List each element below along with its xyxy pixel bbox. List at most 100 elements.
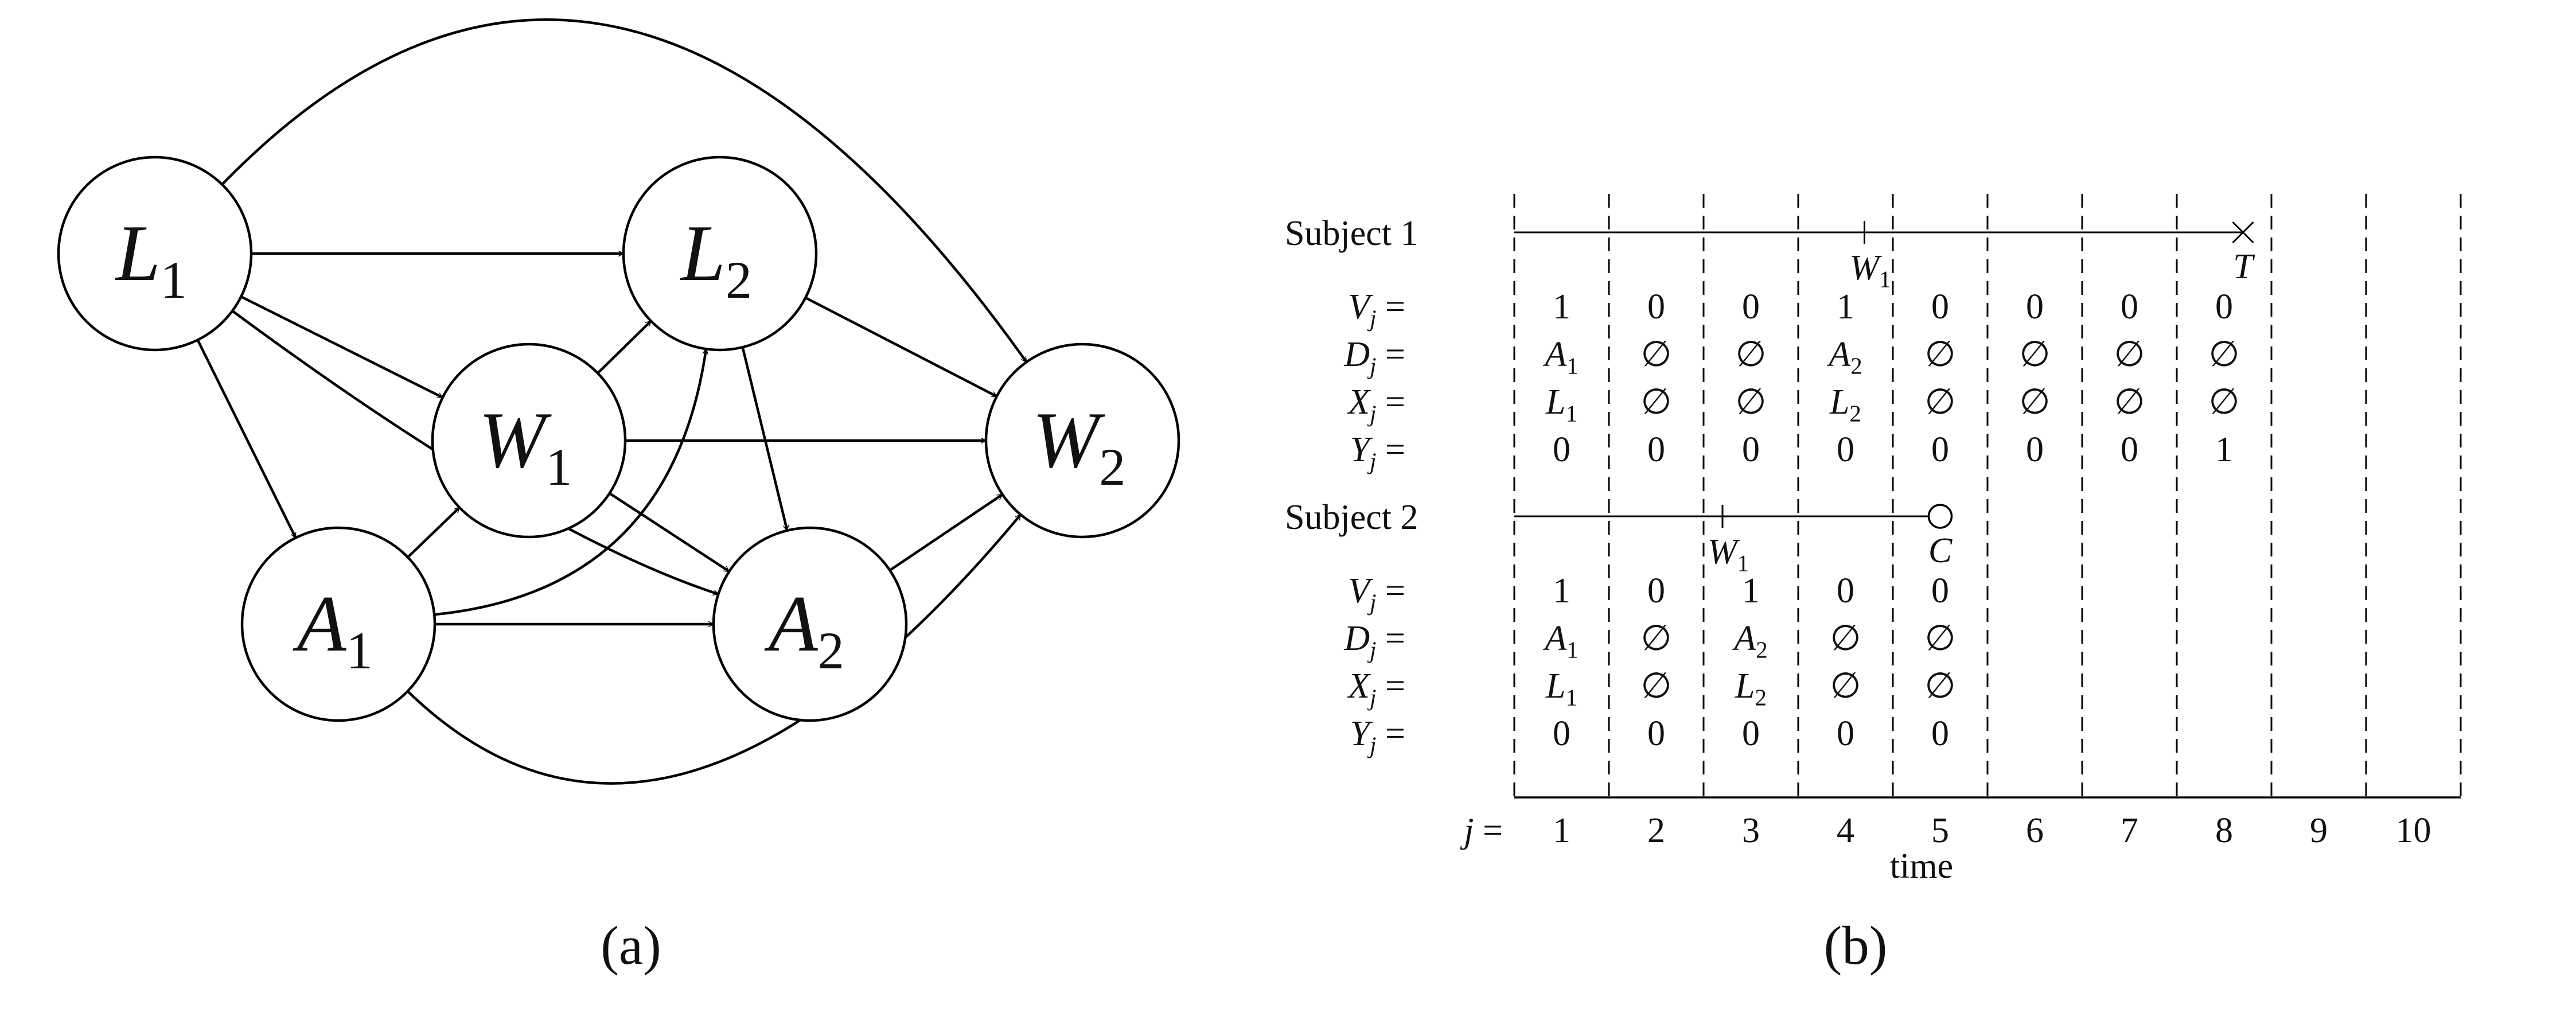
tick-label: 9 [2310,811,2328,850]
caption-b: (b) [1824,915,1888,976]
edge-w1-to-a2 [609,492,730,573]
row-label-d: Dj = [1343,335,1405,379]
tick-label: 10 [2396,811,2431,850]
cell-x: L1 [1545,667,1577,711]
cell-v: 0 [1647,287,1665,326]
node-circle [712,526,908,722]
tick-label: 8 [2215,811,2233,850]
cell-y: 0 [1931,714,1949,753]
visit-label: W1 [1849,248,1891,293]
row-label-x: Xj = [1346,383,1405,427]
node-circle [57,155,253,352]
cell-v: 1 [1837,287,1854,326]
row-label-y: Yj = [1350,714,1405,758]
cell-x: L1 [1545,383,1577,427]
end-label: C [1928,531,1953,570]
cell-v: 1 [1553,571,1570,610]
edge-a1-to-w2 [407,515,1022,785]
node-label: L2 [680,209,752,309]
timeline-grid [1513,194,2462,797]
cell-v: 0 [1931,571,1949,610]
row-label-y: Yj = [1350,430,1405,474]
edge-l2-to-a2 [741,347,788,531]
cell-y: 0 [2121,430,2138,469]
subject-name: Subject 2 [1285,498,1418,537]
node-circle [984,342,1180,539]
cell-d: ∅ [2208,335,2239,374]
cell-y: 0 [1647,714,1665,753]
node-label: W2 [1032,396,1126,496]
cell-d: A1 [1542,335,1578,379]
event-cross-marker [2232,221,2254,244]
cell-v: 0 [1647,571,1665,610]
tick-label: 4 [1837,811,1854,850]
tick-label: 7 [2121,811,2138,850]
cell-y: 0 [1742,430,1760,469]
cell-y: 0 [1647,430,1665,469]
axis-prefix: j = [1460,811,1503,850]
axis-title: time [1890,847,1953,886]
cell-x: ∅ [2019,383,2050,422]
cell-v: 0 [2026,287,2044,326]
row-label-d: Dj = [1343,619,1405,663]
cell-d: ∅ [2019,335,2050,374]
tick-label: 1 [1553,811,1570,850]
dag-edges [196,18,1028,785]
edge-l1-to-a1 [196,339,297,538]
edge-a1-to-w1 [407,506,461,559]
cell-y: 1 [2215,430,2233,469]
cell-v: 1 [1742,571,1760,610]
edge-l1-to-w1 [240,295,442,399]
row-label-v: Vj = [1348,571,1405,616]
visit-label: W1 [1708,532,1749,577]
tick-label: 3 [1742,811,1760,850]
row-label-x: Xj = [1346,667,1405,711]
cell-d: ∅ [1924,335,1955,374]
cell-y: 0 [1553,430,1570,469]
cell-v: 0 [1837,571,1854,610]
node-l1: L1 [57,155,253,352]
edge-a2-to-w2 [889,493,1002,572]
cell-x: ∅ [1924,383,1955,422]
cell-x: ∅ [1640,383,1671,422]
node-label: A1 [293,579,373,680]
cell-x: ∅ [1640,667,1671,706]
end-label: T [2233,247,2255,286]
cell-x: L2 [1735,667,1767,711]
edge-l1-to-w2 [221,18,1028,362]
cell-d: ∅ [1735,335,1766,374]
node-a1: A1 [240,526,437,722]
cell-d: ∅ [1640,619,1671,658]
cell-x: ∅ [2114,383,2145,422]
tick-label: 5 [1931,811,1949,850]
node-a2: A2 [712,526,908,722]
node-circle [622,155,818,352]
cell-y: 0 [1931,430,1949,469]
edge-a1-to-l2 [434,349,706,616]
cell-y: 0 [1837,430,1854,469]
cell-d: ∅ [1640,335,1671,374]
cell-d: A1 [1542,619,1578,663]
cell-v: 1 [1553,287,1570,326]
cell-x: L2 [1829,383,1861,427]
node-label: A2 [764,579,844,680]
cell-x: ∅ [1924,667,1955,706]
cell-y: 0 [1553,714,1570,753]
cell-d: A2 [1826,335,1862,379]
node-circle [431,342,627,539]
cell-x: ∅ [1830,667,1861,706]
node-l2: L2 [622,155,818,352]
cell-y: 0 [1837,714,1854,753]
node-circle [240,526,437,722]
edge-w1-to-l2 [597,320,652,375]
edge-l2-to-w2 [805,297,996,398]
cell-y: 0 [2026,430,2044,469]
row-label-v: Vj = [1348,287,1405,332]
tick-label: 2 [1647,811,1665,850]
